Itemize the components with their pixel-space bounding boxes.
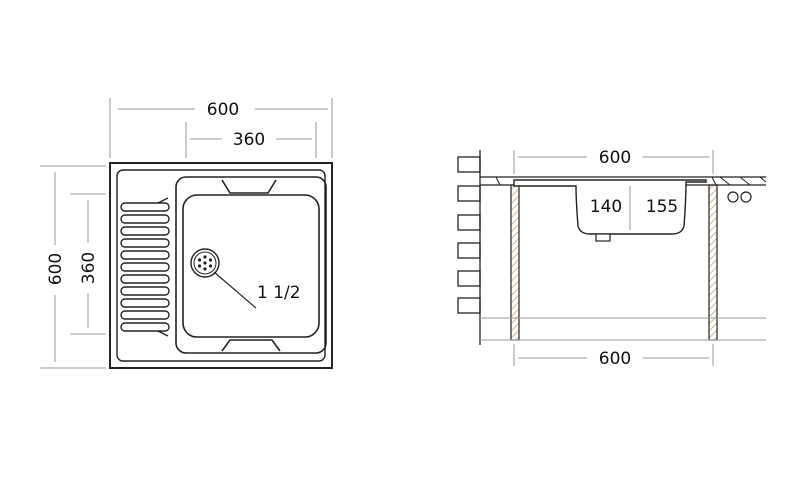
countertop-marks bbox=[486, 176, 767, 186]
depth-label-left: 140 bbox=[590, 197, 622, 217]
wall-socket-icon bbox=[727, 191, 752, 203]
sink-outer-edge bbox=[109, 162, 333, 369]
dim-label-height-360: 360 bbox=[79, 252, 99, 284]
cabinet-wall-right bbox=[708, 184, 718, 341]
side-view: 600 140 155 bbox=[457, 148, 767, 369]
dim-side-width-bottom: 600 bbox=[513, 344, 714, 369]
depth-label-right: 155 bbox=[646, 197, 678, 217]
drain-leader-line bbox=[213, 271, 257, 309]
bowl-outer bbox=[175, 176, 327, 354]
bowl-inner bbox=[182, 194, 320, 338]
drainboard-ribs bbox=[120, 197, 170, 337]
drain-outlet-icon bbox=[595, 233, 611, 242]
top-view: 600 360 600 360 bbox=[40, 98, 333, 369]
bowl-ledge-bottom bbox=[221, 339, 281, 352]
wall-bricks bbox=[457, 150, 481, 345]
bowl-ledge-top bbox=[221, 179, 277, 194]
dim-label-side-width-600-bottom: 600 bbox=[599, 349, 631, 369]
drain-icon bbox=[190, 248, 220, 278]
dim-label-side-width-600-top: 600 bbox=[599, 148, 631, 168]
dim-width-bowl: 360 bbox=[185, 122, 317, 158]
dim-side-width-top: 600 bbox=[513, 148, 714, 174]
drain-size-label: 1 1/2 bbox=[257, 283, 301, 303]
sink-inner-edge bbox=[116, 169, 326, 362]
dim-label-width-600: 600 bbox=[207, 100, 239, 120]
dim-label-width-360: 360 bbox=[233, 130, 265, 150]
dim-height-overall: 600 bbox=[40, 165, 106, 369]
dim-label-height-600: 600 bbox=[46, 253, 66, 285]
dim-width-overall: 600 bbox=[109, 98, 333, 158]
dim-height-bowl: 360 bbox=[70, 193, 106, 335]
sink-profile bbox=[513, 179, 707, 235]
cabinet-wall-left bbox=[510, 184, 520, 341]
